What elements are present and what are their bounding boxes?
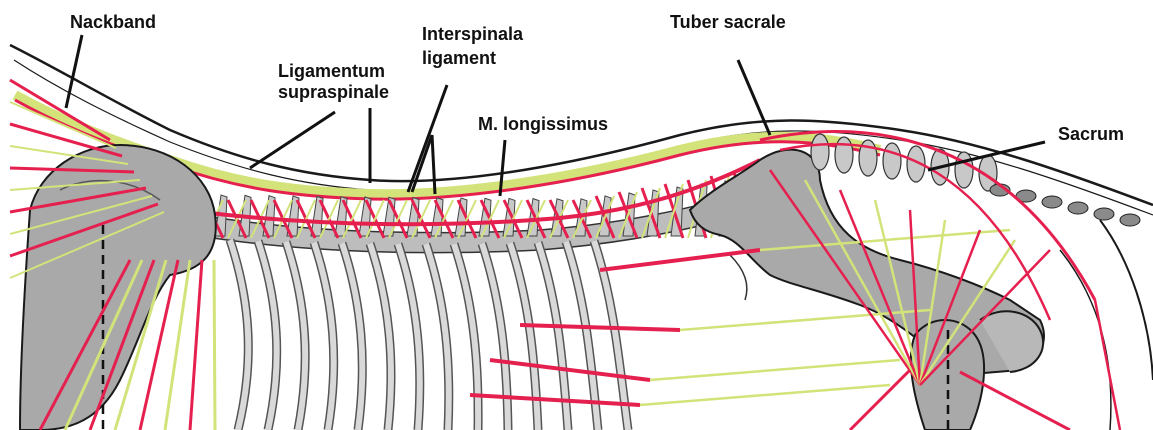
sacral-vertebra bbox=[811, 134, 829, 170]
label-ligamentum: Ligamentum bbox=[278, 61, 385, 81]
abdominal-line bbox=[470, 395, 640, 405]
rib-fill bbox=[258, 241, 277, 430]
hindleg-line bbox=[850, 370, 910, 430]
abdominal-line bbox=[600, 250, 760, 270]
rib-fill bbox=[230, 240, 248, 430]
label-tuber-sacrale: Tuber sacrale bbox=[670, 12, 786, 32]
leader-interspinala-a bbox=[408, 85, 447, 192]
tail-vertebra bbox=[1068, 202, 1088, 214]
foreleg-line bbox=[190, 260, 202, 430]
tail-vertebra bbox=[1120, 214, 1140, 226]
sacral-vertebra bbox=[883, 143, 901, 179]
abdominal-line bbox=[520, 325, 680, 330]
label-sacrum: Sacrum bbox=[1058, 124, 1124, 144]
rib-fill bbox=[370, 244, 391, 430]
rib-fill bbox=[286, 242, 305, 430]
foreleg-line bbox=[165, 260, 190, 430]
sacral-vertebra bbox=[835, 137, 853, 173]
abdominal-line-yellow bbox=[640, 385, 890, 405]
label-interspinala: Interspinala bbox=[422, 24, 524, 44]
rib-fill bbox=[314, 242, 334, 430]
rib-fill bbox=[342, 243, 362, 430]
labels: Nackband Ligamentum supraspinale Intersp… bbox=[70, 12, 1124, 144]
label-ligament: ligament bbox=[422, 48, 496, 68]
leader-interspinala-c bbox=[412, 135, 432, 192]
leader-lig-supra-a bbox=[250, 112, 335, 168]
leader-nackband bbox=[66, 35, 82, 108]
label-longissimus: M. longissimus bbox=[478, 114, 608, 134]
sacrum-vertebrae bbox=[811, 134, 1140, 226]
rib-fill bbox=[398, 244, 420, 430]
leader-interspinala-b bbox=[432, 135, 435, 194]
hindleg-line bbox=[1095, 300, 1120, 430]
label-nackband: Nackband bbox=[70, 12, 156, 32]
tail-vertebra bbox=[1094, 208, 1114, 220]
abdominal-line bbox=[490, 360, 650, 380]
tail-vertebra bbox=[1042, 196, 1062, 208]
abdominal-line-yellow bbox=[650, 360, 900, 380]
foreleg-line bbox=[214, 260, 215, 430]
label-supraspinale: supraspinale bbox=[278, 82, 389, 102]
